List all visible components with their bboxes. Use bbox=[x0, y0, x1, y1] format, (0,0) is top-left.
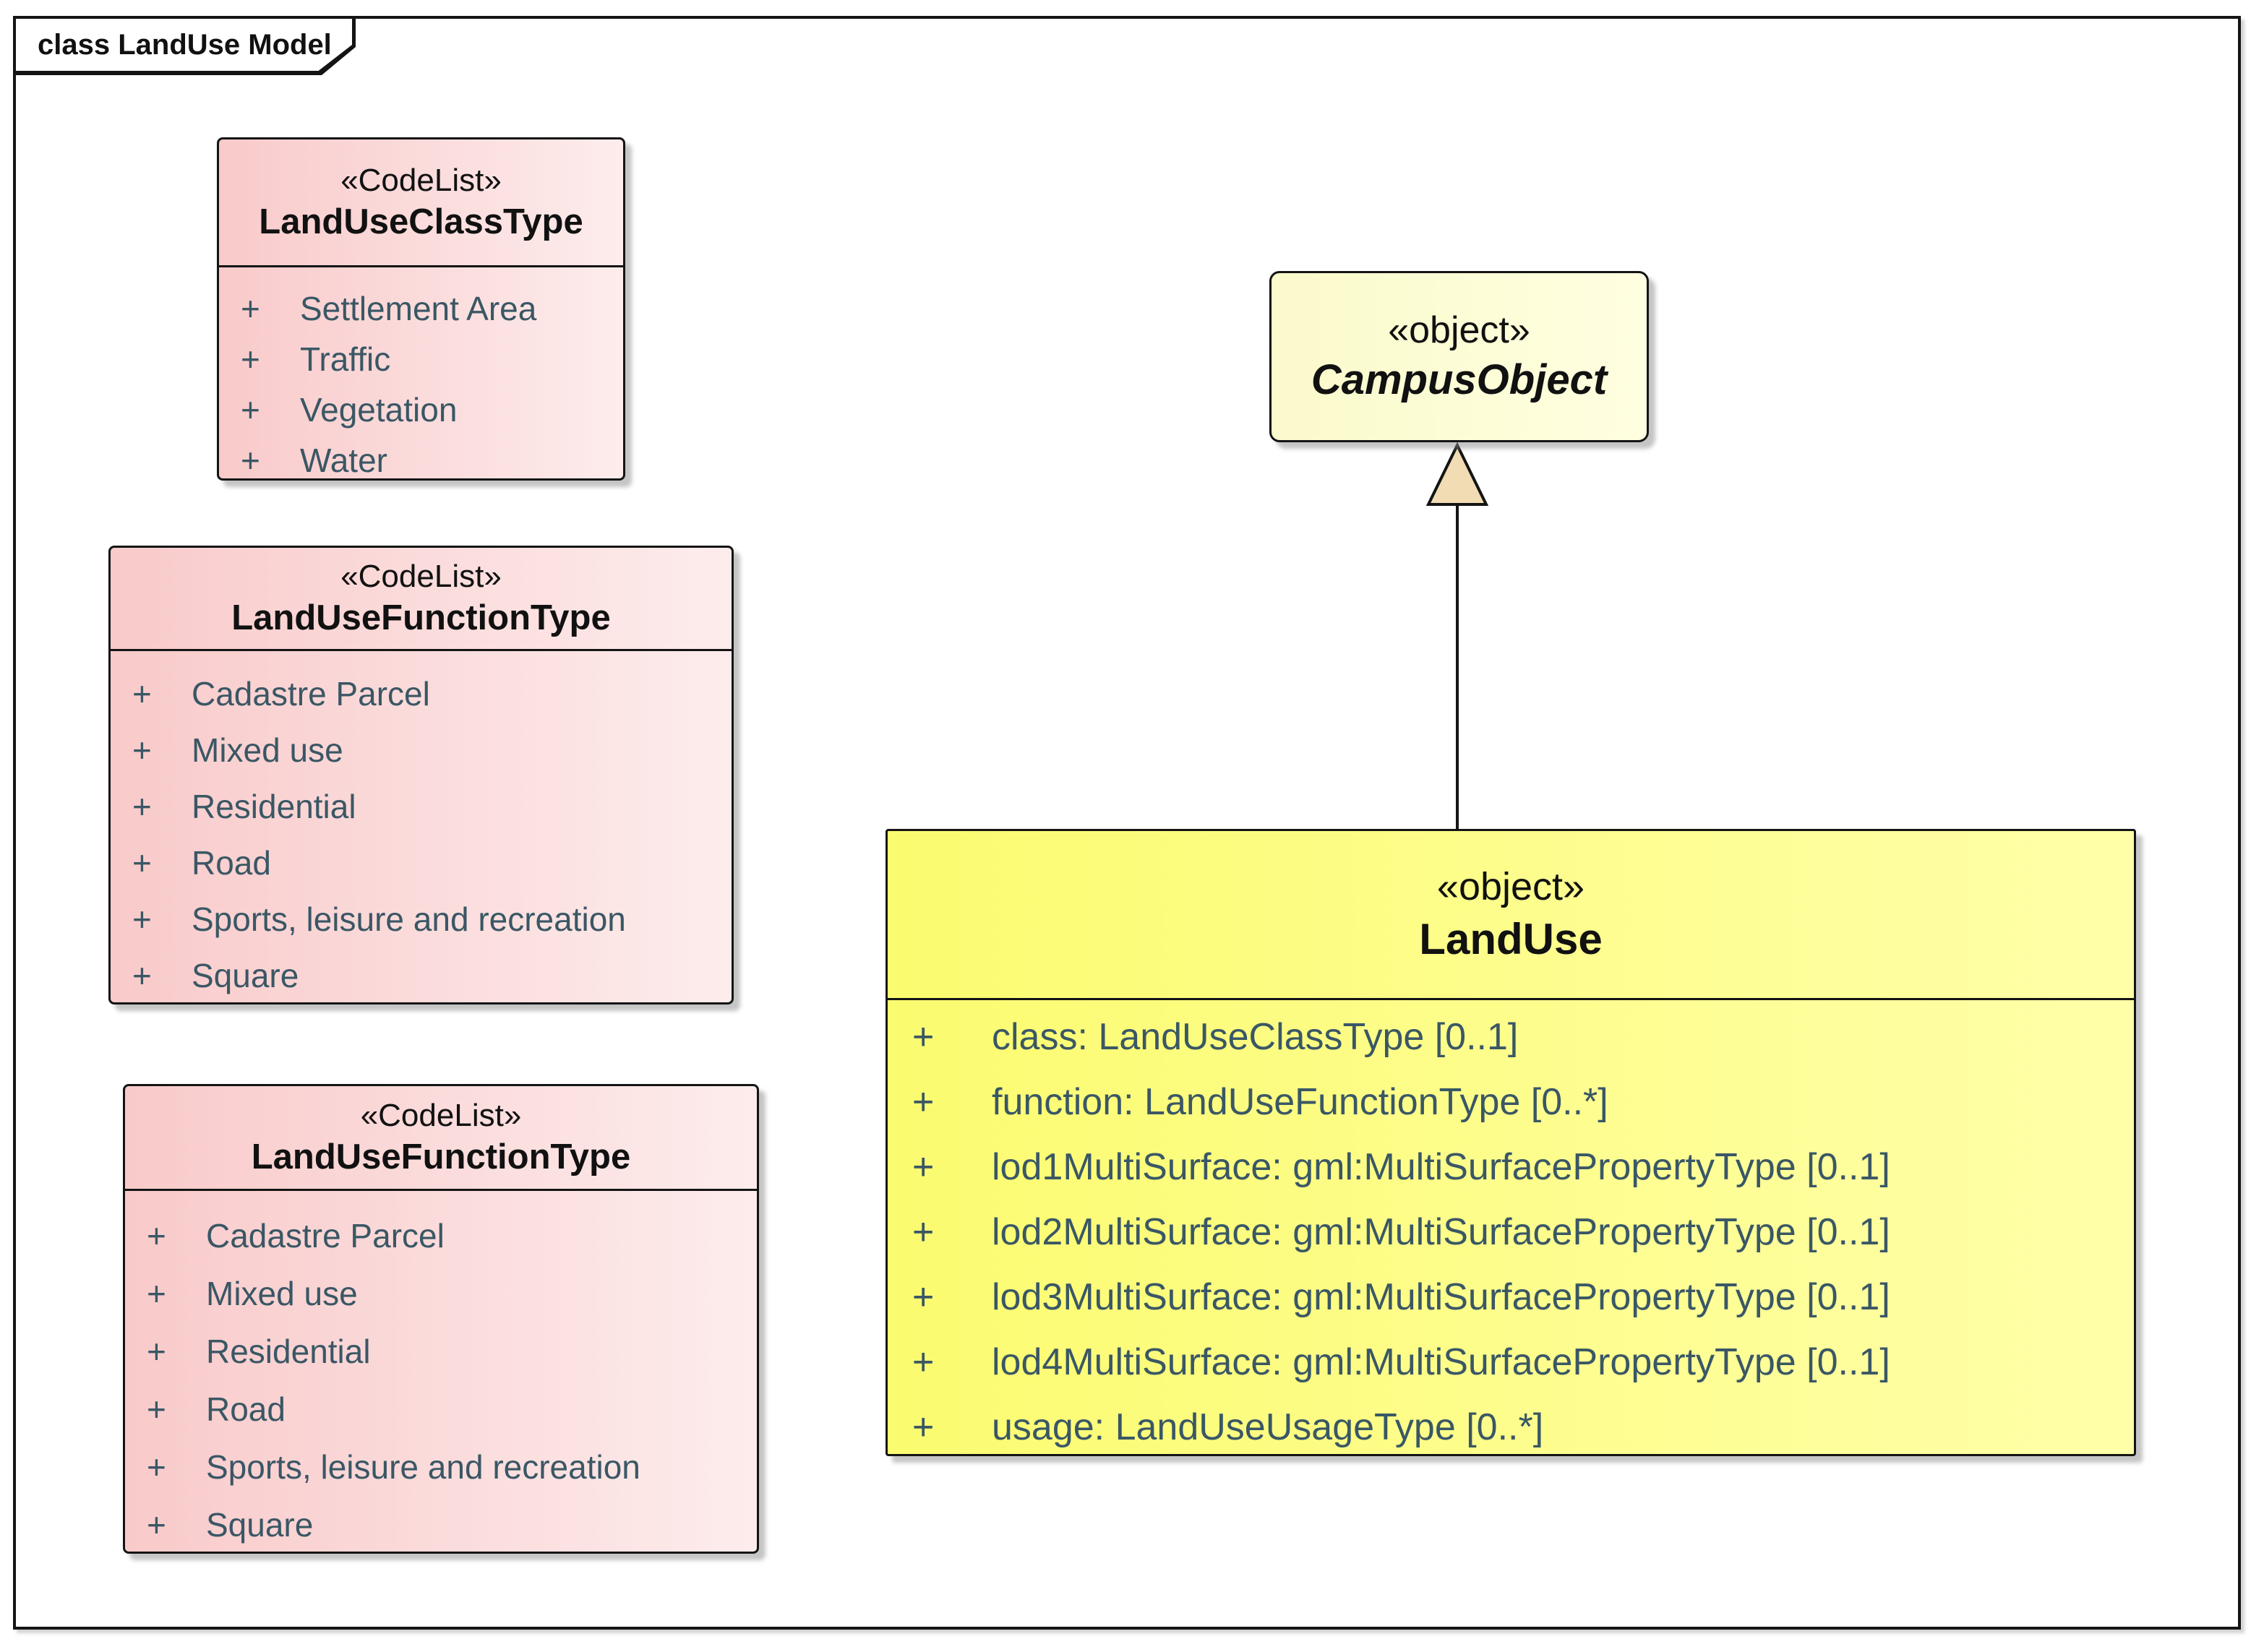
stereotype-label: «CodeList» bbox=[340, 162, 502, 198]
attribute-row[interactable]: + lod4MultiSurface: gml:MultiSurfaceProp… bbox=[888, 1330, 2134, 1395]
class-header: «CodeList» LandUseClassType bbox=[219, 139, 623, 265]
attribute-label: lod4MultiSurface: gml:MultiSurfaceProper… bbox=[992, 1341, 1890, 1383]
enum-item-label: Sports, leisure and recreation bbox=[206, 1448, 640, 1486]
enum-item-row[interactable]: + Sports, leisure and recreation bbox=[125, 1438, 757, 1496]
attribute-label: class: LandUseClassType [0..1] bbox=[992, 1016, 1519, 1058]
enum-item-label: Cadastre Parcel bbox=[192, 675, 430, 713]
attribute-row[interactable]: + class: LandUseClassType [0..1] bbox=[888, 1004, 2134, 1070]
visibility-public-icon: + bbox=[147, 1275, 166, 1312]
visibility-public-icon: + bbox=[912, 1406, 935, 1448]
diagram-title-tab: class LandUse Model bbox=[16, 19, 356, 75]
enum-item-row[interactable]: + Water bbox=[219, 435, 623, 486]
class-name: CampusObject bbox=[1311, 356, 1608, 403]
visibility-public-icon: + bbox=[132, 957, 152, 994]
enum-item-label: Square bbox=[192, 957, 299, 994]
attribute-row[interactable]: + lod3MultiSurface: gml:MultiSurfaceProp… bbox=[888, 1265, 2134, 1330]
class-name: LandUse bbox=[1419, 914, 1603, 963]
attribute-compartment: + Cadastre Parcel + Mixed use + Resident… bbox=[125, 1189, 757, 1554]
enum-item-row[interactable]: + Road bbox=[125, 1380, 757, 1438]
attribute-label: lod3MultiSurface: gml:MultiSurfaceProper… bbox=[992, 1276, 1890, 1318]
class-box-landuseclasstype[interactable]: «CodeList» LandUseClassType + Settlement… bbox=[217, 137, 625, 481]
enum-item-label: Road bbox=[206, 1390, 286, 1428]
enum-item-row[interactable]: + Traffic bbox=[219, 334, 623, 384]
visibility-public-icon: + bbox=[132, 900, 152, 938]
enum-item-row[interactable]: + Road bbox=[111, 835, 732, 891]
visibility-public-icon: + bbox=[132, 844, 152, 882]
attribute-label: lod2MultiSurface: gml:MultiSurfaceProper… bbox=[992, 1211, 1890, 1253]
class-header: «CodeList» LandUseFunctionType bbox=[125, 1086, 757, 1189]
class-box-landusefunctiontype-2[interactable]: «CodeList» LandUseFunctionType + Cadastr… bbox=[123, 1084, 759, 1554]
generalization-arrow[interactable] bbox=[1410, 439, 1505, 837]
visibility-public-icon: + bbox=[912, 1146, 935, 1188]
enum-item-label: Mixed use bbox=[206, 1275, 358, 1312]
class-box-campusobject[interactable]: «object» CampusObject bbox=[1269, 271, 1649, 442]
visibility-public-icon: + bbox=[241, 290, 260, 327]
enum-item-row[interactable]: + Residential bbox=[125, 1322, 757, 1380]
enum-item-row[interactable]: + Mixed use bbox=[111, 722, 732, 778]
enum-item-label: Water bbox=[300, 442, 387, 479]
class-box-landuse[interactable]: «object» LandUse + class: LandUseClassTy… bbox=[886, 829, 2136, 1456]
class-header: «object» CampusObject bbox=[1272, 307, 1647, 407]
enum-item-label: Road bbox=[192, 844, 271, 882]
visibility-public-icon: + bbox=[147, 1333, 166, 1370]
class-box-landusefunctiontype[interactable]: «CodeList» LandUseFunctionType + Cadastr… bbox=[108, 546, 734, 1004]
generalization-arrowhead-icon bbox=[1425, 442, 1489, 506]
visibility-public-icon: + bbox=[147, 1448, 166, 1486]
class-header: «CodeList» LandUseFunctionType bbox=[111, 548, 732, 649]
enum-item-row[interactable]: + Residential bbox=[111, 778, 732, 835]
enum-item-label: Cadastre Parcel bbox=[206, 1217, 445, 1255]
enum-item-row[interactable]: + Square bbox=[111, 947, 732, 1004]
enum-item-label: Mixed use bbox=[192, 731, 343, 769]
enum-item-label: Square bbox=[206, 1506, 314, 1544]
enum-item-label: Vegetation bbox=[300, 391, 458, 429]
visibility-public-icon: + bbox=[132, 788, 152, 825]
enum-item-label: Traffic bbox=[300, 340, 391, 378]
class-name: LandUseFunctionType bbox=[231, 598, 611, 637]
visibility-public-icon: + bbox=[241, 340, 260, 378]
attribute-row[interactable]: + function: LandUseFunctionType [0..*] bbox=[888, 1070, 2134, 1135]
enum-item-row[interactable]: + Vegetation bbox=[219, 384, 623, 435]
visibility-public-icon: + bbox=[241, 391, 260, 429]
attribute-compartment: + class: LandUseClassType [0..1] + funct… bbox=[888, 998, 2134, 1460]
visibility-public-icon: + bbox=[912, 1016, 935, 1058]
enum-item-label: Residential bbox=[192, 788, 356, 825]
enum-item-label: Residential bbox=[206, 1333, 371, 1370]
attribute-compartment: + Settlement Area + Traffic + Vegetation… bbox=[219, 265, 623, 486]
enum-item-label: Settlement Area bbox=[300, 290, 537, 327]
stereotype-label: «object» bbox=[1436, 865, 1585, 909]
visibility-public-icon: + bbox=[912, 1081, 935, 1123]
visibility-public-icon: + bbox=[132, 731, 152, 769]
stereotype-label: «CodeList» bbox=[340, 558, 502, 594]
stereotype-label: «object» bbox=[1388, 309, 1530, 351]
enum-item-row[interactable]: + Cadastre Parcel bbox=[111, 666, 732, 722]
visibility-public-icon: + bbox=[912, 1341, 935, 1383]
enum-item-row[interactable]: + Mixed use bbox=[125, 1265, 757, 1322]
visibility-public-icon: + bbox=[147, 1506, 166, 1544]
class-header: «object» LandUse bbox=[888, 831, 2134, 998]
visibility-public-icon: + bbox=[147, 1217, 166, 1255]
visibility-public-icon: + bbox=[147, 1390, 166, 1428]
visibility-public-icon: + bbox=[912, 1211, 935, 1253]
enum-item-label: Sports, leisure and recreation bbox=[192, 900, 626, 938]
attribute-row[interactable]: + lod2MultiSurface: gml:MultiSurfaceProp… bbox=[888, 1200, 2134, 1265]
class-name: LandUseClassType bbox=[259, 202, 583, 241]
attribute-label: lod1MultiSurface: gml:MultiSurfaceProper… bbox=[992, 1146, 1890, 1188]
enum-item-row[interactable]: + Settlement Area bbox=[219, 283, 623, 334]
visibility-public-icon: + bbox=[132, 675, 152, 713]
enum-item-row[interactable]: + Sports, leisure and recreation bbox=[111, 891, 732, 947]
visibility-public-icon: + bbox=[912, 1276, 935, 1318]
class-name: LandUseFunctionType bbox=[251, 1137, 631, 1176]
attribute-compartment: + Cadastre Parcel + Mixed use + Resident… bbox=[111, 649, 732, 1004]
enum-item-row[interactable]: + Square bbox=[125, 1496, 757, 1554]
diagram-title: class LandUse Model bbox=[38, 28, 332, 61]
attribute-row[interactable]: + usage: LandUseUsageType [0..*] bbox=[888, 1395, 2134, 1460]
stereotype-label: «CodeList» bbox=[360, 1097, 522, 1133]
visibility-public-icon: + bbox=[241, 442, 260, 479]
diagram-title-tab-face: class LandUse Model bbox=[16, 19, 352, 71]
attribute-label: usage: LandUseUsageType [0..*] bbox=[992, 1406, 1544, 1448]
enum-item-row[interactable]: + Cadastre Parcel bbox=[125, 1207, 757, 1265]
attribute-row[interactable]: + lod1MultiSurface: gml:MultiSurfaceProp… bbox=[888, 1135, 2134, 1200]
attribute-label: function: LandUseFunctionType [0..*] bbox=[992, 1081, 1608, 1123]
